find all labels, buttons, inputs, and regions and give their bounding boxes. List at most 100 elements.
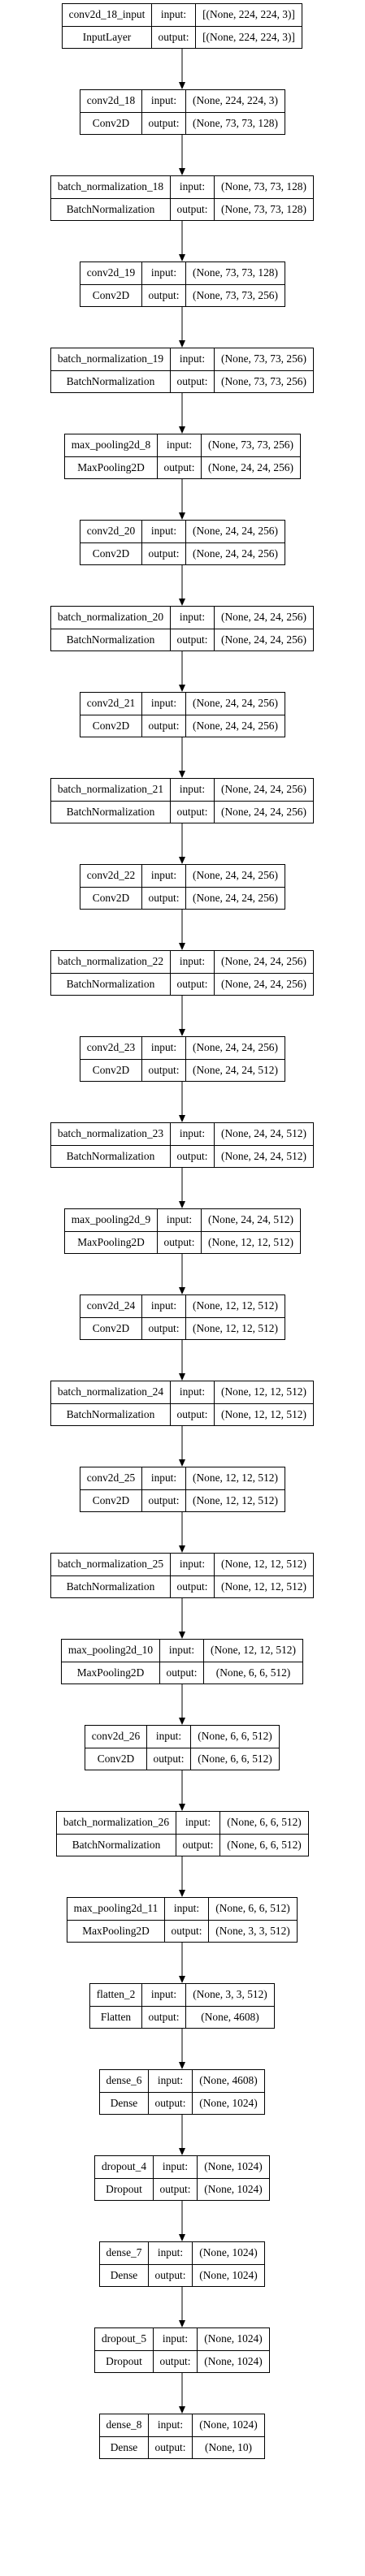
input-shape: (None, 24, 24, 256) <box>221 611 306 624</box>
output-label: output: <box>142 1317 186 1339</box>
arrow-head <box>179 1459 185 1467</box>
input-label: input: <box>142 90 186 112</box>
output-shape: (None, 1024) <box>199 2096 258 2109</box>
layer-name: batch_normalization_25 <box>51 1554 171 1575</box>
output-shape: (None, 24, 24, 256) <box>193 719 278 732</box>
layer-type: Conv2D <box>80 542 142 564</box>
input-shape: [(None, 224, 224, 3)] <box>202 8 295 21</box>
arrow-head <box>179 2148 185 2155</box>
layer-type: Conv2D <box>80 112 142 134</box>
arrow-head <box>179 771 185 778</box>
arrow-head <box>179 1201 185 1208</box>
input-shape: (None, 3, 3, 512) <box>193 1988 267 2001</box>
output-shape: (None, 24, 24, 512) <box>221 1149 306 1162</box>
input-shape: (None, 12, 12, 512) <box>221 1385 306 1398</box>
output-shape: (None, 73, 73, 128) <box>193 116 278 129</box>
layer-name: conv2d_18_input <box>63 4 152 26</box>
output-shape: (None, 12, 12, 512) <box>208 1235 293 1248</box>
output-label: output: <box>171 1145 215 1167</box>
input-shape: (None, 24, 24, 256) <box>193 1041 278 1054</box>
layer-type: BatchNormalization <box>51 198 171 220</box>
input-shape: (None, 24, 24, 256) <box>221 955 306 968</box>
output-label: output: <box>176 1834 220 1856</box>
input-shape: (None, 24, 24, 512) <box>208 1213 293 1226</box>
layer-type: Dense <box>100 2264 149 2286</box>
output-label: output: <box>142 887 186 909</box>
layer-type: BatchNormalization <box>57 1834 176 1856</box>
layer-type: BatchNormalization <box>51 1575 171 1597</box>
arrow-head <box>179 254 185 261</box>
output-label: output: <box>154 2350 198 2372</box>
output-label: output: <box>160 1662 204 1683</box>
layer-name: batch_normalization_24 <box>51 1381 171 1403</box>
layer-name: dropout_4 <box>95 2156 154 2178</box>
layer-name: conv2d_20 <box>80 521 142 542</box>
output-label: output: <box>149 2092 193 2114</box>
output-label: output: <box>142 1489 186 1511</box>
output-label: output: <box>158 456 202 478</box>
output-shape: (None, 24, 24, 256) <box>221 977 306 990</box>
input-label: input: <box>171 1554 215 1575</box>
input-label: input: <box>171 348 215 370</box>
arrow-head <box>179 168 185 175</box>
input-shape: (None, 6, 6, 512) <box>227 1816 302 1829</box>
input-label: input: <box>147 1726 191 1748</box>
input-label: input: <box>152 4 196 26</box>
output-label: output: <box>147 1748 191 1770</box>
input-label: input: <box>171 607 215 629</box>
layer-name: batch_normalization_22 <box>51 951 171 973</box>
input-shape: (None, 4608) <box>199 2074 258 2087</box>
output-shape: (None, 24, 24, 256) <box>193 891 278 904</box>
layer-type: BatchNormalization <box>51 370 171 392</box>
output-label: output: <box>171 370 215 392</box>
output-shape: (None, 24, 24, 256) <box>221 805 306 818</box>
output-shape: [(None, 224, 224, 3)] <box>202 30 295 43</box>
output-shape: (None, 1024) <box>204 2182 263 2195</box>
arrow-head <box>179 82 185 89</box>
output-label: output: <box>171 1403 215 1425</box>
layer-name: dense_6 <box>100 2070 149 2092</box>
layer-type: MaxPooling2D <box>65 456 158 478</box>
layer-name: conv2d_22 <box>80 865 142 887</box>
layer-type: BatchNormalization <box>51 973 171 995</box>
layer-name: dense_8 <box>100 2414 149 2436</box>
input-label: input: <box>149 2242 193 2264</box>
arrow-head <box>179 1545 185 1553</box>
input-label: input: <box>171 951 215 973</box>
arrow-head <box>179 857 185 864</box>
layer-name: batch_normalization_20 <box>51 607 171 629</box>
input-label: input: <box>149 2414 193 2436</box>
input-shape: (None, 1024) <box>199 2418 258 2431</box>
input-shape: (None, 73, 73, 128) <box>221 180 306 193</box>
layer-name: conv2d_26 <box>85 1726 147 1748</box>
input-shape: (None, 24, 24, 256) <box>193 525 278 538</box>
layer-type: Conv2D <box>80 1059 142 1081</box>
